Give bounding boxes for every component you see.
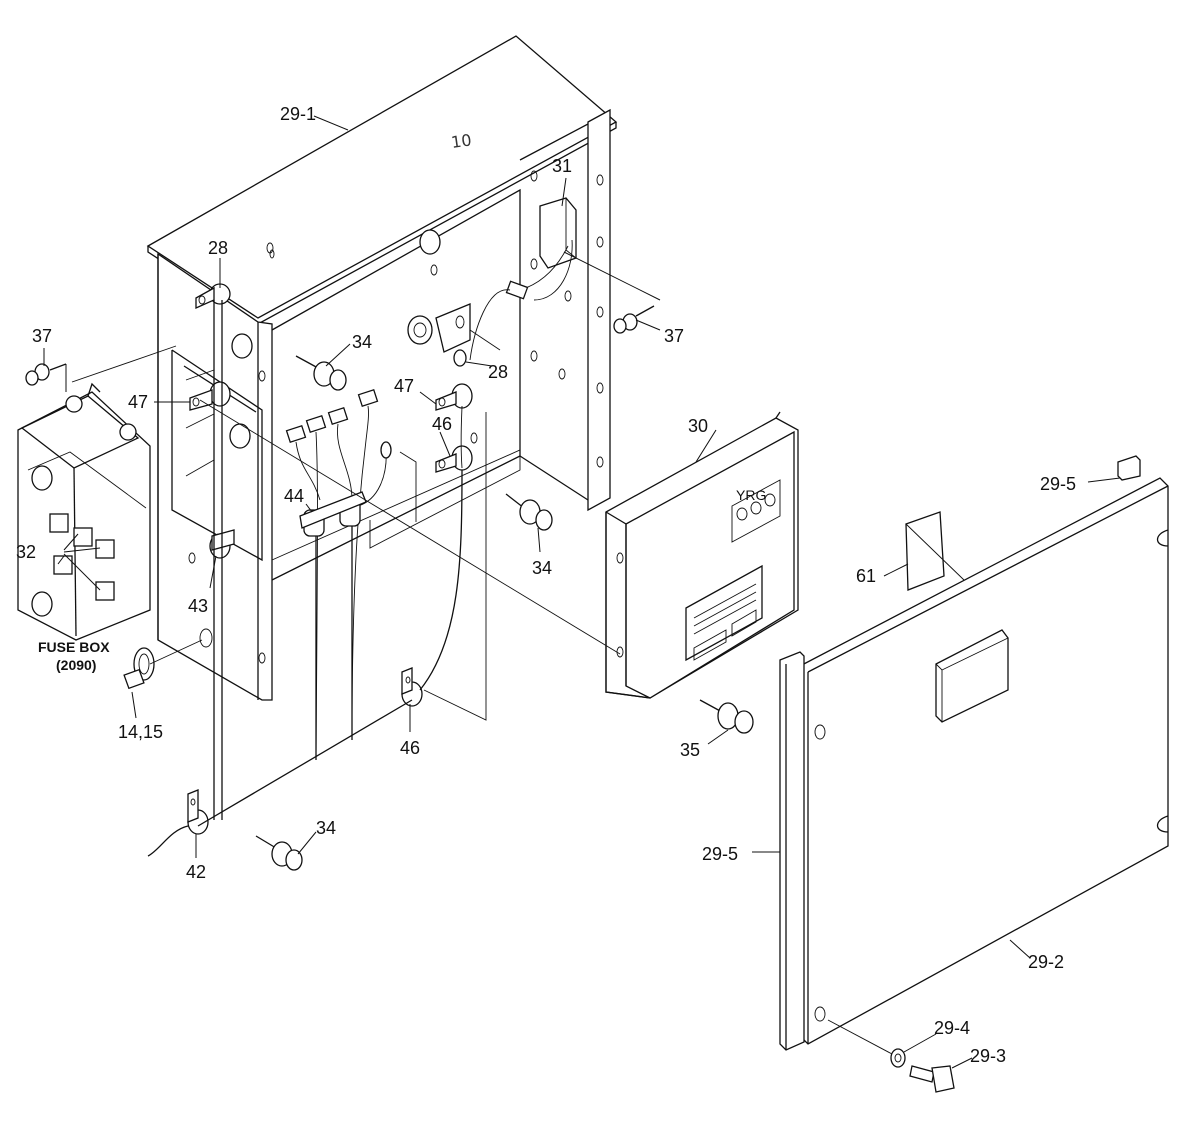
label-46-lower: 46 [400,738,420,758]
gasket-29-5 [779,455,1141,1051]
label-46-upper: 46 [432,414,452,434]
label-43: 43 [188,596,208,616]
relay-31 [469,197,577,361]
label-29-5-left: 29-5 [702,844,738,864]
label-32: 32 [16,542,36,562]
screw-34-lower [255,835,303,871]
label-28-upper: 28 [208,238,228,258]
screw-34-upper [295,355,347,391]
screw-37-right [613,305,655,334]
leader-lines [43,115,1121,1069]
label-37-right: 37 [664,326,684,346]
bolt-29-3 [909,1065,955,1093]
label-14-15: 14,15 [118,722,163,742]
label-29-5-top: 29-5 [1040,474,1076,494]
label-29-2: 29-2 [1028,952,1064,972]
label-29-4: 29-4 [934,1018,970,1038]
label-61: 61 [856,566,876,586]
cover-panel-29-2 [799,477,1169,1045]
washer-29-4 [890,1048,906,1068]
label-fuse-box: FUSE BOX [38,639,110,655]
controller-30: YRG [605,411,799,699]
label-plate-61 [905,511,945,591]
label-34-upper: 34 [352,332,372,352]
cables [147,300,487,857]
clamps-small [187,283,473,835]
label-31: 31 [552,156,572,176]
clamps-44 [299,491,367,537]
screws [25,305,955,1093]
screw-37-left [25,363,67,386]
label-47-left: 47 [128,392,148,412]
label-34-lower: 34 [316,818,336,838]
label-34-mid: 34 [532,558,552,578]
label-28-right: 28 [488,362,508,382]
label-37-left: 37 [32,326,52,346]
label-44: 44 [284,486,304,506]
label-29-3: 29-3 [970,1046,1006,1066]
fuse-box [17,382,151,641]
label-fuse-box-code: (2090) [56,657,96,673]
housing-box: 10 [146,35,618,701]
grommet-14-15 [123,647,155,690]
label-42: 42 [186,862,206,882]
panel-mark: 10 [450,130,473,152]
label-30: 30 [688,416,708,436]
indicator-letters: YRG [736,487,766,503]
screw-34-mid [505,493,553,531]
label-29-1: 29-1 [280,104,316,124]
label-35: 35 [680,740,700,760]
wire-harness [271,389,521,761]
screw-35 [699,699,754,734]
part-labels: 29-1 31 28 37 37 34 28 47 47 46 30 29-5 … [16,104,1076,1066]
label-47-right: 47 [394,376,414,396]
solenoid-bracket [407,303,501,353]
